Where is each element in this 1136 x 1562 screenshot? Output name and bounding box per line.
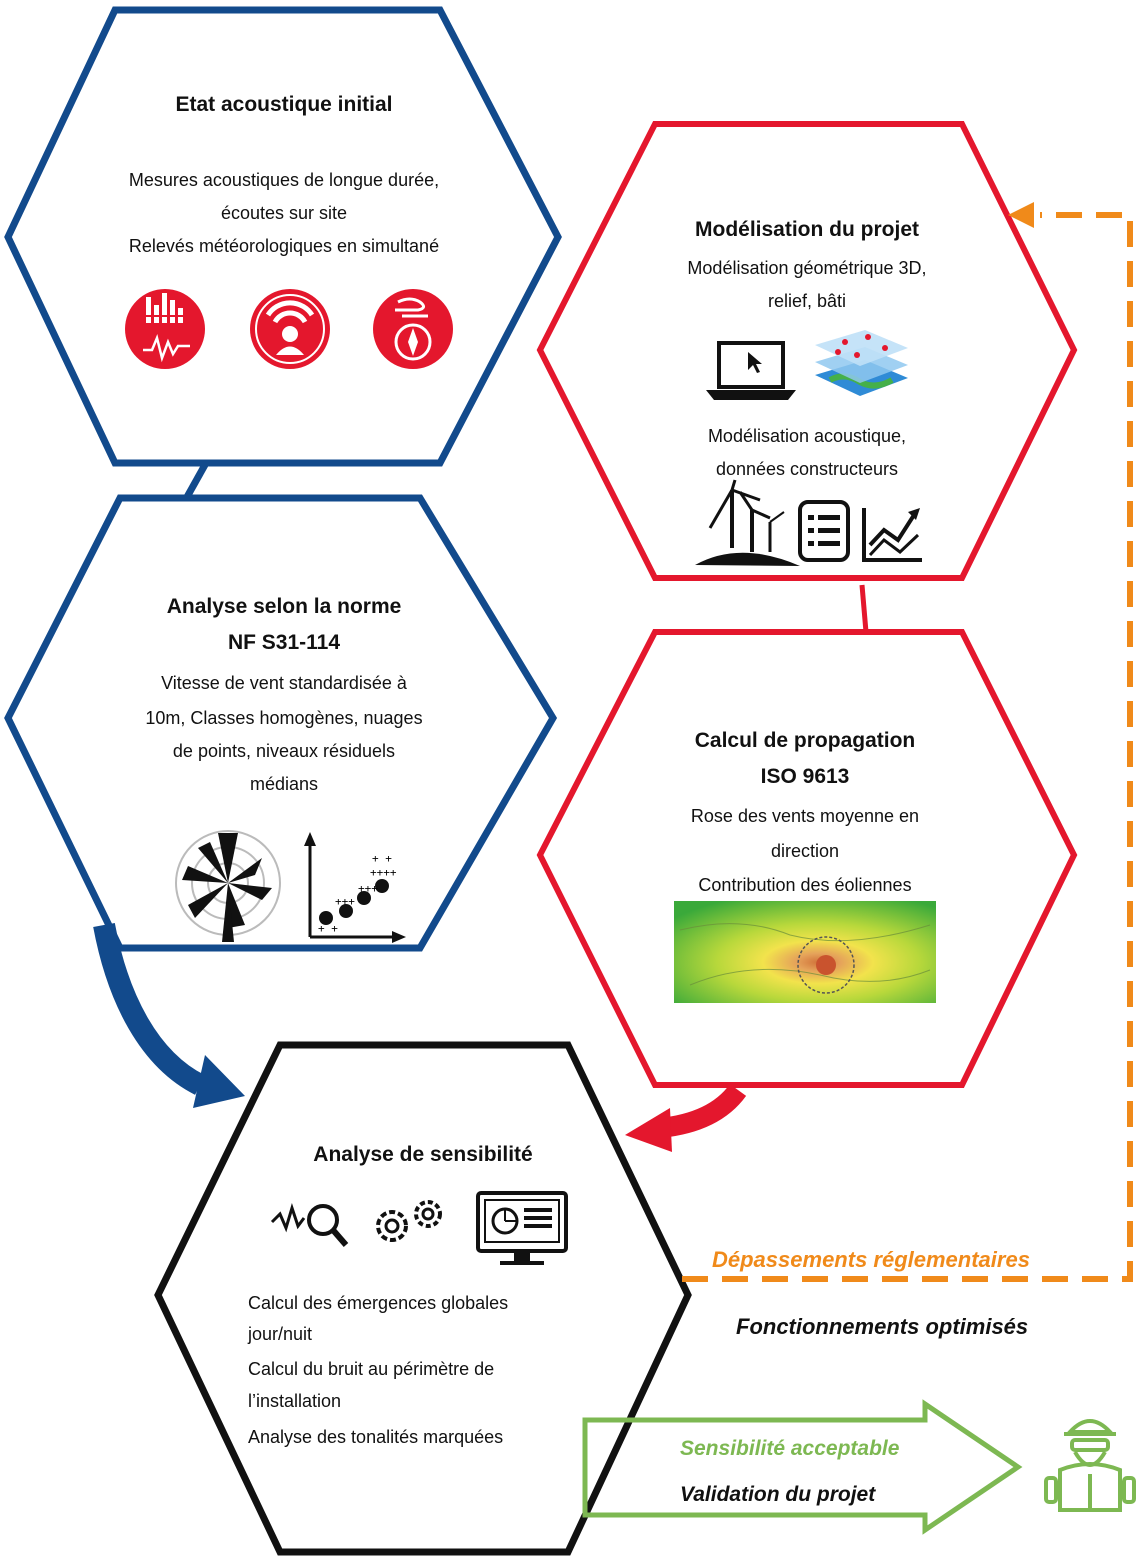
document-list-icon — [798, 500, 850, 562]
svg-text:+++: +++ — [335, 895, 355, 908]
arrow-red — [658, 1083, 747, 1138]
scatter-plot-icon: + + +++ +++ ++++ + + — [304, 832, 406, 943]
exceedance-label: Dépassements réglementaires — [712, 1247, 1030, 1272]
svg-text:+++: +++ — [358, 882, 378, 895]
arrow-blue-head — [193, 1055, 245, 1108]
sound-level-meter-icon — [125, 289, 205, 369]
weather-compass-icon — [373, 289, 453, 369]
initial-state-line3: Relevés météorologiques en simultané — [128, 236, 440, 256]
hexagon-sensitivity — [154, 1041, 692, 1556]
propagation-line3: Contribution des éoliennes — [698, 875, 912, 895]
hexagon-analysis-norm — [4, 494, 558, 952]
hexagon-propagation — [536, 629, 1078, 1088]
hexagon-project-model — [536, 121, 1078, 581]
propagation-line2: direction — [770, 841, 840, 861]
propagation-line1: Rose des vents moyenne en — [690, 806, 920, 826]
signal-search-icon — [270, 1203, 349, 1247]
connector-red — [859, 584, 869, 633]
hexagon-initial-state — [4, 6, 562, 467]
svg-text:+ +: + + — [318, 922, 338, 935]
analysis-norm-line3: de points, niveaux résiduels — [172, 741, 396, 761]
listening-person-icon — [250, 289, 330, 369]
svg-text:+ +: + + — [372, 852, 392, 865]
initial-state-title: Etat acoustique initial — [175, 93, 393, 116]
initial-state-line2: écoutes sur site — [220, 203, 348, 223]
trend-chart-icon — [862, 508, 922, 562]
arrow-red-head — [625, 1108, 672, 1152]
propagation-title: Calcul de propagation — [694, 729, 916, 752]
terrain-layers-icon — [815, 330, 908, 396]
sensitivity-line4: l’installation — [248, 1391, 342, 1411]
initial-state-line1: Mesures acoustiques de longue durée, — [128, 170, 440, 190]
project-model-line2: relief, bâti — [767, 291, 847, 311]
engineer-icon — [1044, 1419, 1136, 1512]
feedback-loop-dashed — [682, 212, 1133, 1282]
noise-map-image — [674, 901, 936, 1003]
analysis-norm-line4: médians — [249, 774, 319, 794]
wind-rose-icon — [175, 830, 281, 942]
connector-blue — [183, 461, 210, 499]
wind-turbines-icon — [695, 479, 800, 566]
sensitivity-line5: Analyse des tonalités marquées — [248, 1427, 504, 1447]
project-model-line3: Modélisation acoustique, — [707, 426, 907, 446]
analysis-norm-line2: 10m, Classes homogènes, nuages — [145, 708, 423, 728]
analysis-norm-line1: Vitesse de vent standardisée à — [161, 673, 407, 693]
acceptable-sensitivity-label: Sensibilité acceptable — [680, 1437, 900, 1460]
svg-text:++++: ++++ — [370, 866, 397, 879]
monitor-dashboard-icon — [476, 1191, 568, 1265]
validation-arrow — [582, 1399, 1023, 1535]
sensitivity-line2: jour/nuit — [248, 1324, 313, 1344]
project-model-line1: Modélisation géométrique 3D, — [687, 258, 927, 278]
propagation-standard: ISO 9613 — [760, 765, 850, 788]
project-model-line4: données constructeurs — [715, 459, 899, 479]
project-validation-label: Validation du projet — [680, 1483, 876, 1506]
arrow-blue — [93, 922, 206, 1095]
optimized-operation-label: Fonctionnements optimisés — [736, 1314, 1029, 1339]
analysis-norm-standard: NF S31-114 — [227, 631, 341, 654]
gears-icon — [376, 1200, 442, 1242]
project-model-title: Modélisation du projet — [695, 218, 919, 241]
feedback-arrowhead — [1008, 202, 1034, 228]
sensitivity-line3: Calcul du bruit au périmètre de — [248, 1359, 495, 1379]
laptop-icon — [706, 341, 796, 400]
sensitivity-line1: Calcul des émergences globales — [248, 1293, 509, 1313]
sensitivity-title: Analyse de sensibilité — [313, 1143, 533, 1166]
analysis-norm-title: Analyse selon la norme — [166, 595, 402, 618]
